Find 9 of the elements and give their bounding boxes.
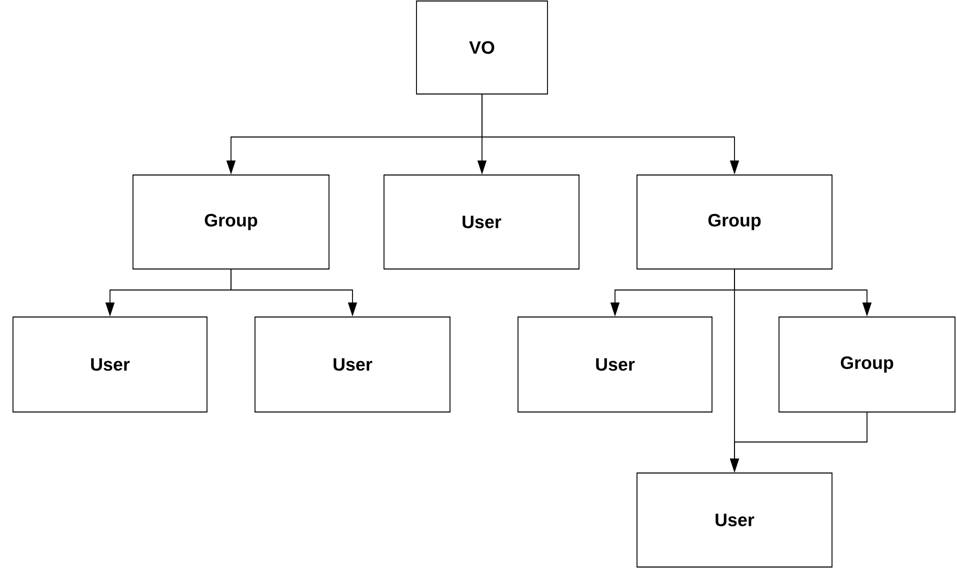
box: VO	[416, 0, 548, 94]
box: User	[12, 316, 208, 412]
box: User	[518, 316, 712, 412]
box: Group	[132, 174, 330, 270]
box: User	[636, 472, 832, 568]
box: Group	[636, 174, 832, 270]
box: User	[384, 174, 580, 270]
box: User	[254, 316, 450, 412]
box: Group	[778, 316, 956, 412]
